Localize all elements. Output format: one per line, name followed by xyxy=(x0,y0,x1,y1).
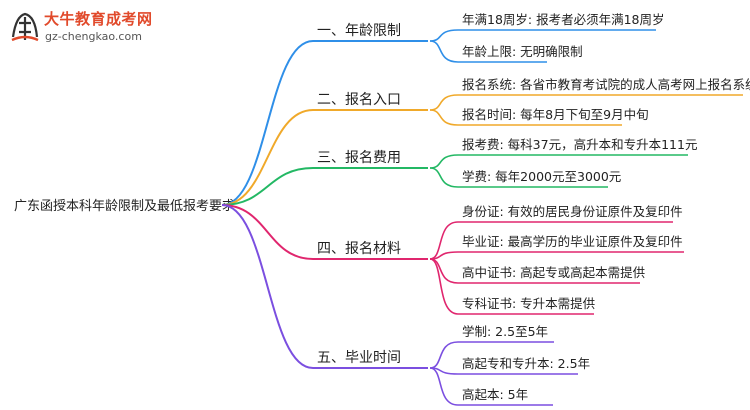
leaf-connector xyxy=(429,367,459,406)
leaf-text: 专科证书: 专升本需提供 xyxy=(462,296,595,311)
branch-label-materials: 四、报名材料 xyxy=(317,241,401,257)
branch-label-age: 一、年龄限制 xyxy=(317,23,401,39)
leaf-connector xyxy=(429,109,459,126)
leaf-text: 高中证书: 高起专或高起本需提供 xyxy=(462,265,645,280)
connector-entry xyxy=(221,109,314,206)
logo-title: 大牛教育成考网 xyxy=(44,10,153,28)
leaf-connector xyxy=(429,167,459,188)
leaf-text: 学费: 每年2000元至3000元 xyxy=(462,169,621,184)
branch-label-entry: 二、报名入口 xyxy=(317,92,401,108)
leaf-connector xyxy=(429,40,459,63)
root-topic: 广东函授本科年龄限制及最低报考要求 xyxy=(14,199,235,214)
leaf-text: 高起专和专升本: 2.5年 xyxy=(462,356,590,371)
leaf-text: 毕业证: 最高学历的毕业证原件及复印件 xyxy=(462,234,683,249)
branch-label-fee: 三、报名费用 xyxy=(317,150,401,166)
leaf-text: 学制: 2.5至5年 xyxy=(462,324,548,339)
leaf-connector xyxy=(429,341,459,369)
connector-materials xyxy=(221,204,314,260)
site-logo[interactable]: 大牛教育成考网 gz-chengkao.com xyxy=(2,2,172,50)
branch-label-graduation: 五、毕业时间 xyxy=(317,350,401,366)
leaf-connector xyxy=(429,29,459,42)
leaf-text: 年满18周岁: 报考者必须年满18周岁 xyxy=(462,12,665,27)
logo-badge-icon xyxy=(11,12,39,42)
logo-url: gz-chengkao.com xyxy=(45,30,142,43)
leaf-text: 报名时间: 每年8月下旬至9月中旬 xyxy=(462,107,649,122)
leaf-connector xyxy=(429,94,459,111)
leaf-text: 高起本: 5年 xyxy=(462,387,528,402)
leaf-text: 报考费: 每科37元，高升本和专升本111元 xyxy=(462,137,697,152)
connector-age xyxy=(221,40,314,206)
leaf-connector xyxy=(429,251,459,260)
leaf-connector xyxy=(429,221,459,260)
connector-graduation xyxy=(221,204,314,369)
leaf-text: 报名系统: 各省市教育考试院的成人高考网上报名系统 xyxy=(462,77,750,92)
leaf-connector xyxy=(429,258,459,315)
leaf-text: 身份证: 有效的居民身份证原件及复印件 xyxy=(462,204,683,219)
leaf-connector xyxy=(429,154,459,169)
connector-fee xyxy=(221,167,314,206)
leaf-text: 年龄上限: 无明确限制 xyxy=(462,44,583,59)
